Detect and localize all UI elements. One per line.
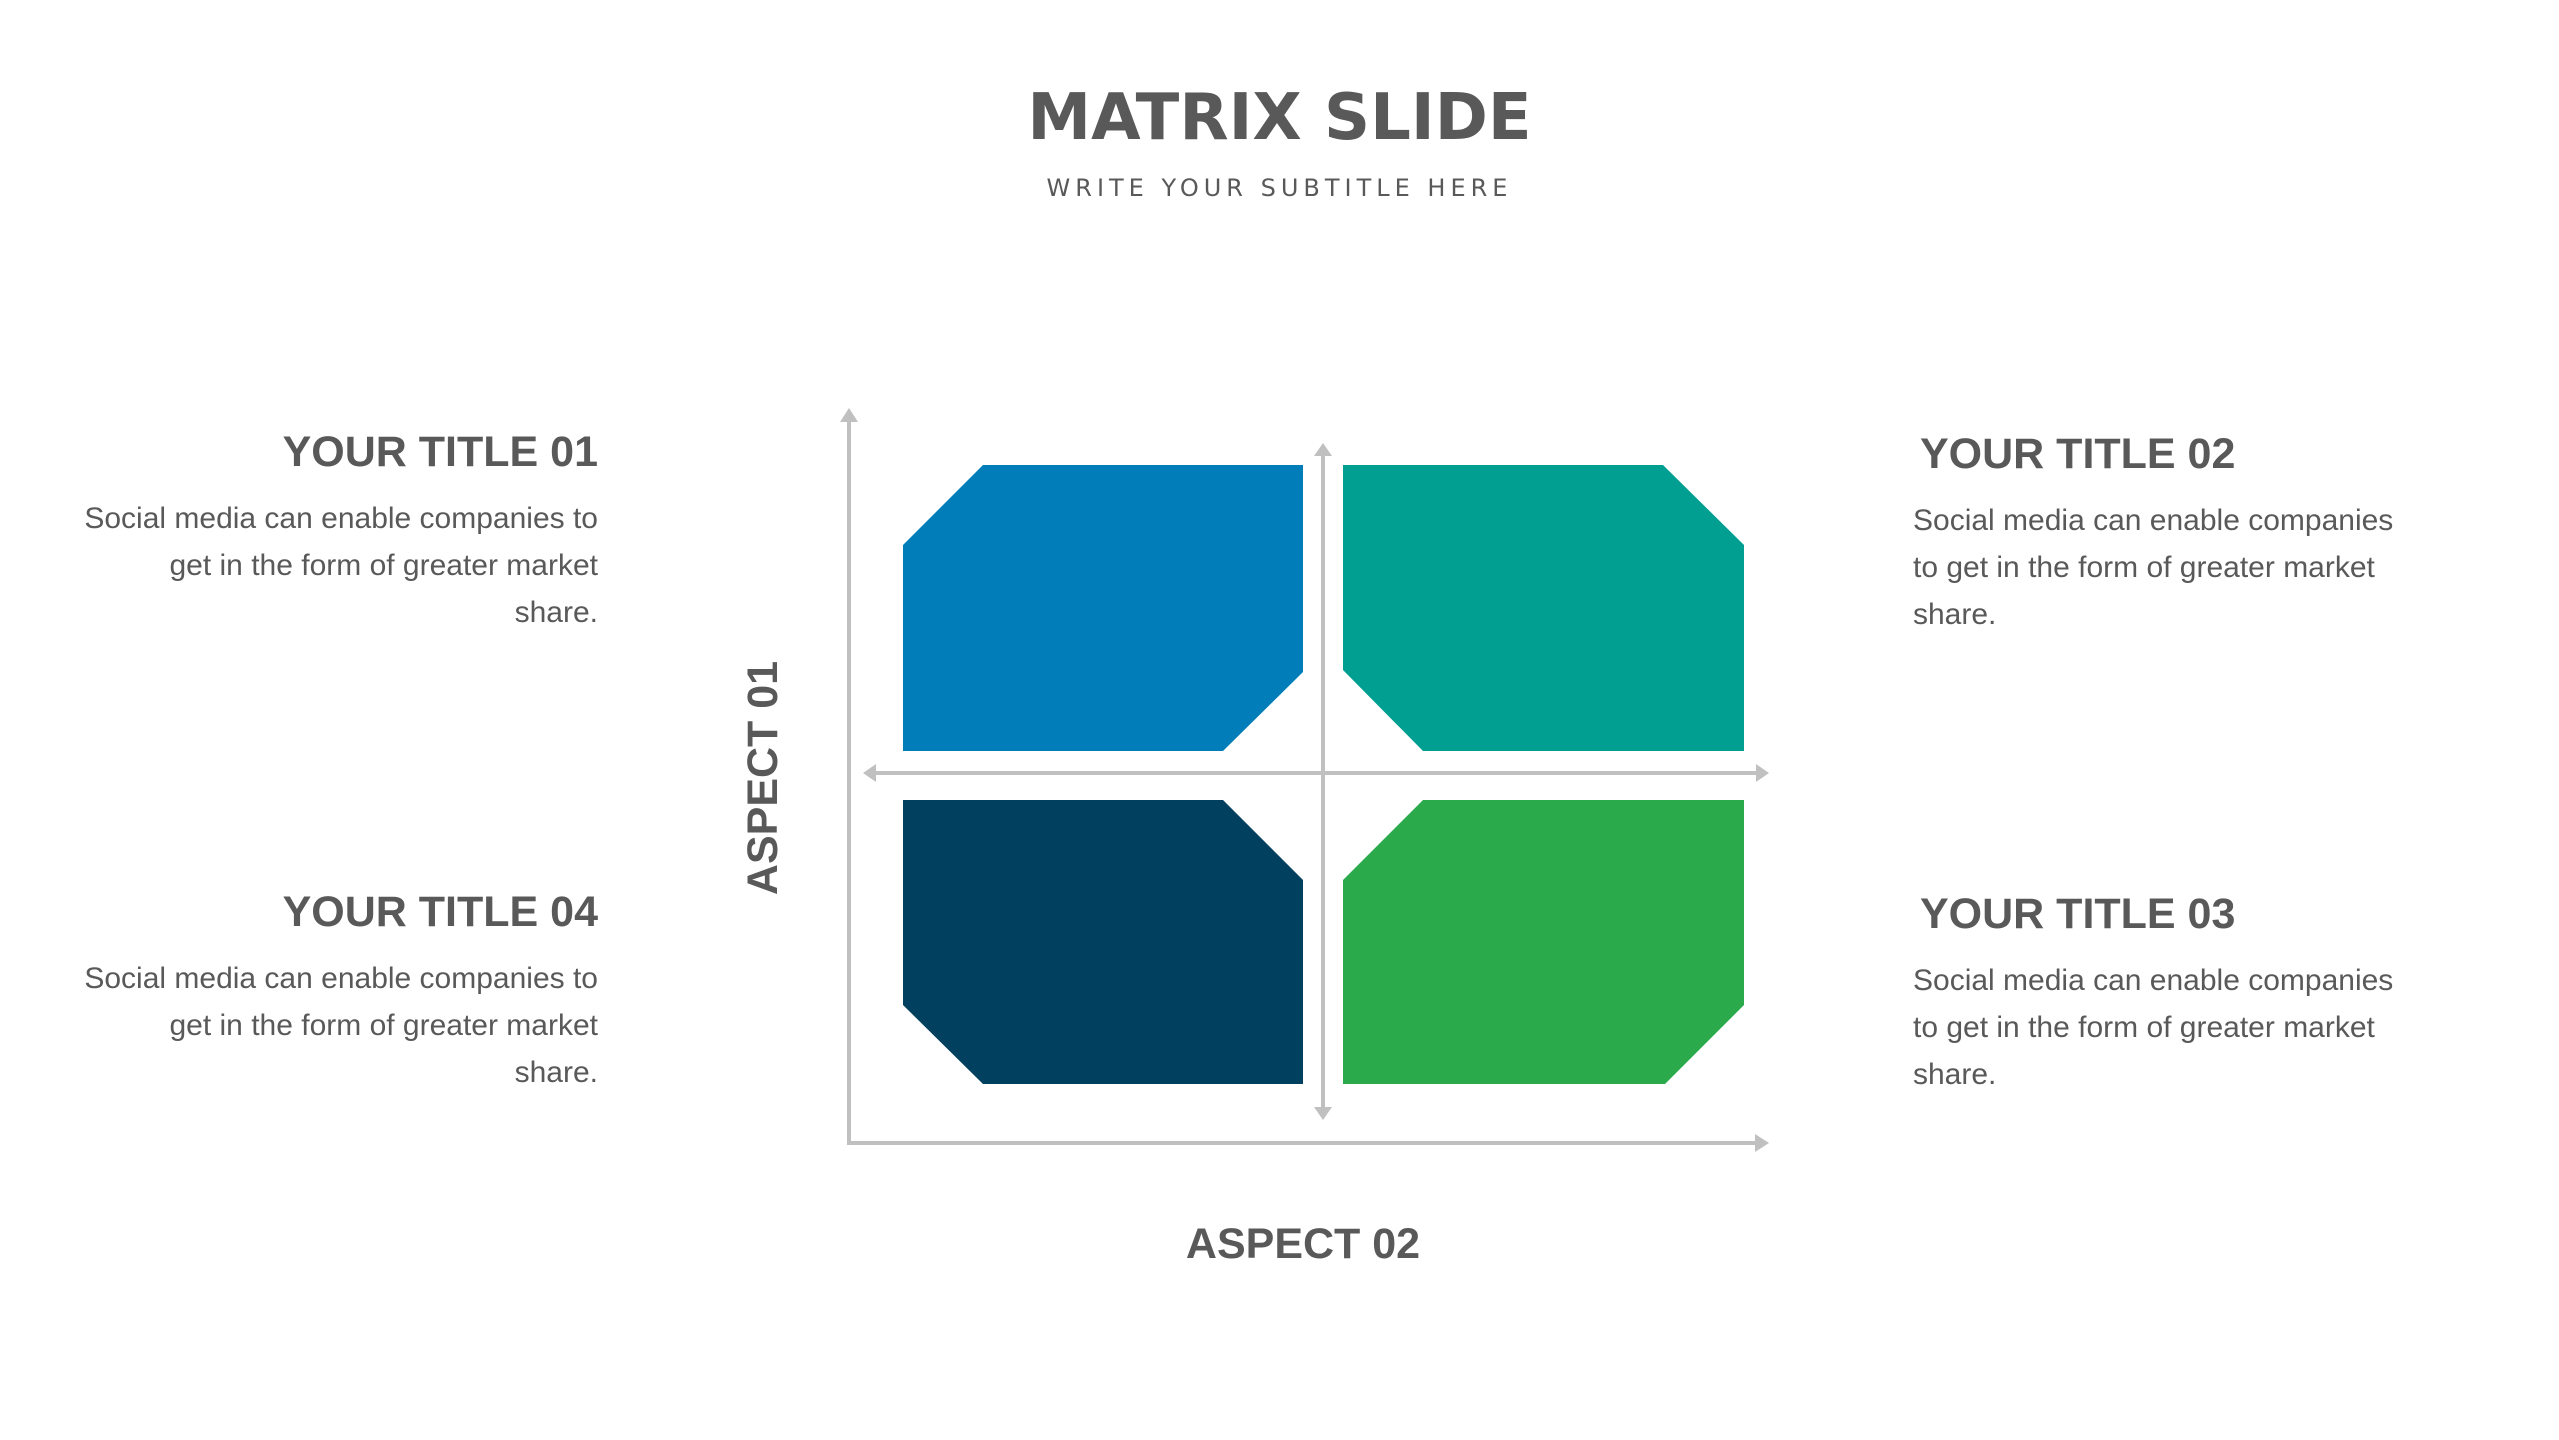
inner-down-arrow-icon (1314, 1107, 1332, 1120)
block-title-03: YOUR TITLE 03 (1920, 890, 2236, 938)
block-body-03: Social media can enable companies to get… (1913, 964, 2394, 1091)
slide-title: MATRIX SLIDE (1027, 81, 1532, 155)
y-axis-label: ASPECT 01 (739, 660, 787, 896)
inner-left-arrow-icon (863, 764, 876, 782)
block-title-02: YOUR TITLE 02 (1920, 430, 2236, 478)
inner-right-arrow-icon (1756, 764, 1769, 782)
block-body-04: Social media can enable companies to get… (84, 962, 598, 1089)
quadrant-02-shape (1343, 465, 1744, 751)
quadrant-01-shape (903, 465, 1303, 751)
text-block-04: YOUR TITLE 04 Social media can enable co… (78, 887, 598, 1096)
inner-cross-axes (863, 443, 1769, 1120)
block-title-04: YOUR TITLE 04 (282, 888, 598, 936)
quadrant-03-shape (1343, 800, 1744, 1084)
block-title-01: YOUR TITLE 01 (282, 428, 598, 476)
text-block-01: YOUR TITLE 01 Social media can enable co… (78, 427, 598, 636)
x-axis-arrow-icon (1755, 1134, 1769, 1152)
text-block-02: YOUR TITLE 02 Social media can enable co… (1913, 429, 2410, 638)
y-axis-arrow-icon (840, 408, 858, 422)
block-body-02: Social media can enable companies to get… (1913, 504, 2394, 631)
inner-up-arrow-icon (1314, 443, 1332, 456)
outer-axes (840, 408, 1769, 1152)
slide-subtitle: WRITE YOUR SUBTITLE HERE (1046, 174, 1513, 202)
block-body-01: Social media can enable companies to get… (84, 502, 598, 629)
quadrant-04-shape (903, 800, 1303, 1084)
x-axis-label: ASPECT 02 (1185, 1220, 1421, 1268)
text-block-03: YOUR TITLE 03 Social media can enable co… (1913, 889, 2410, 1098)
